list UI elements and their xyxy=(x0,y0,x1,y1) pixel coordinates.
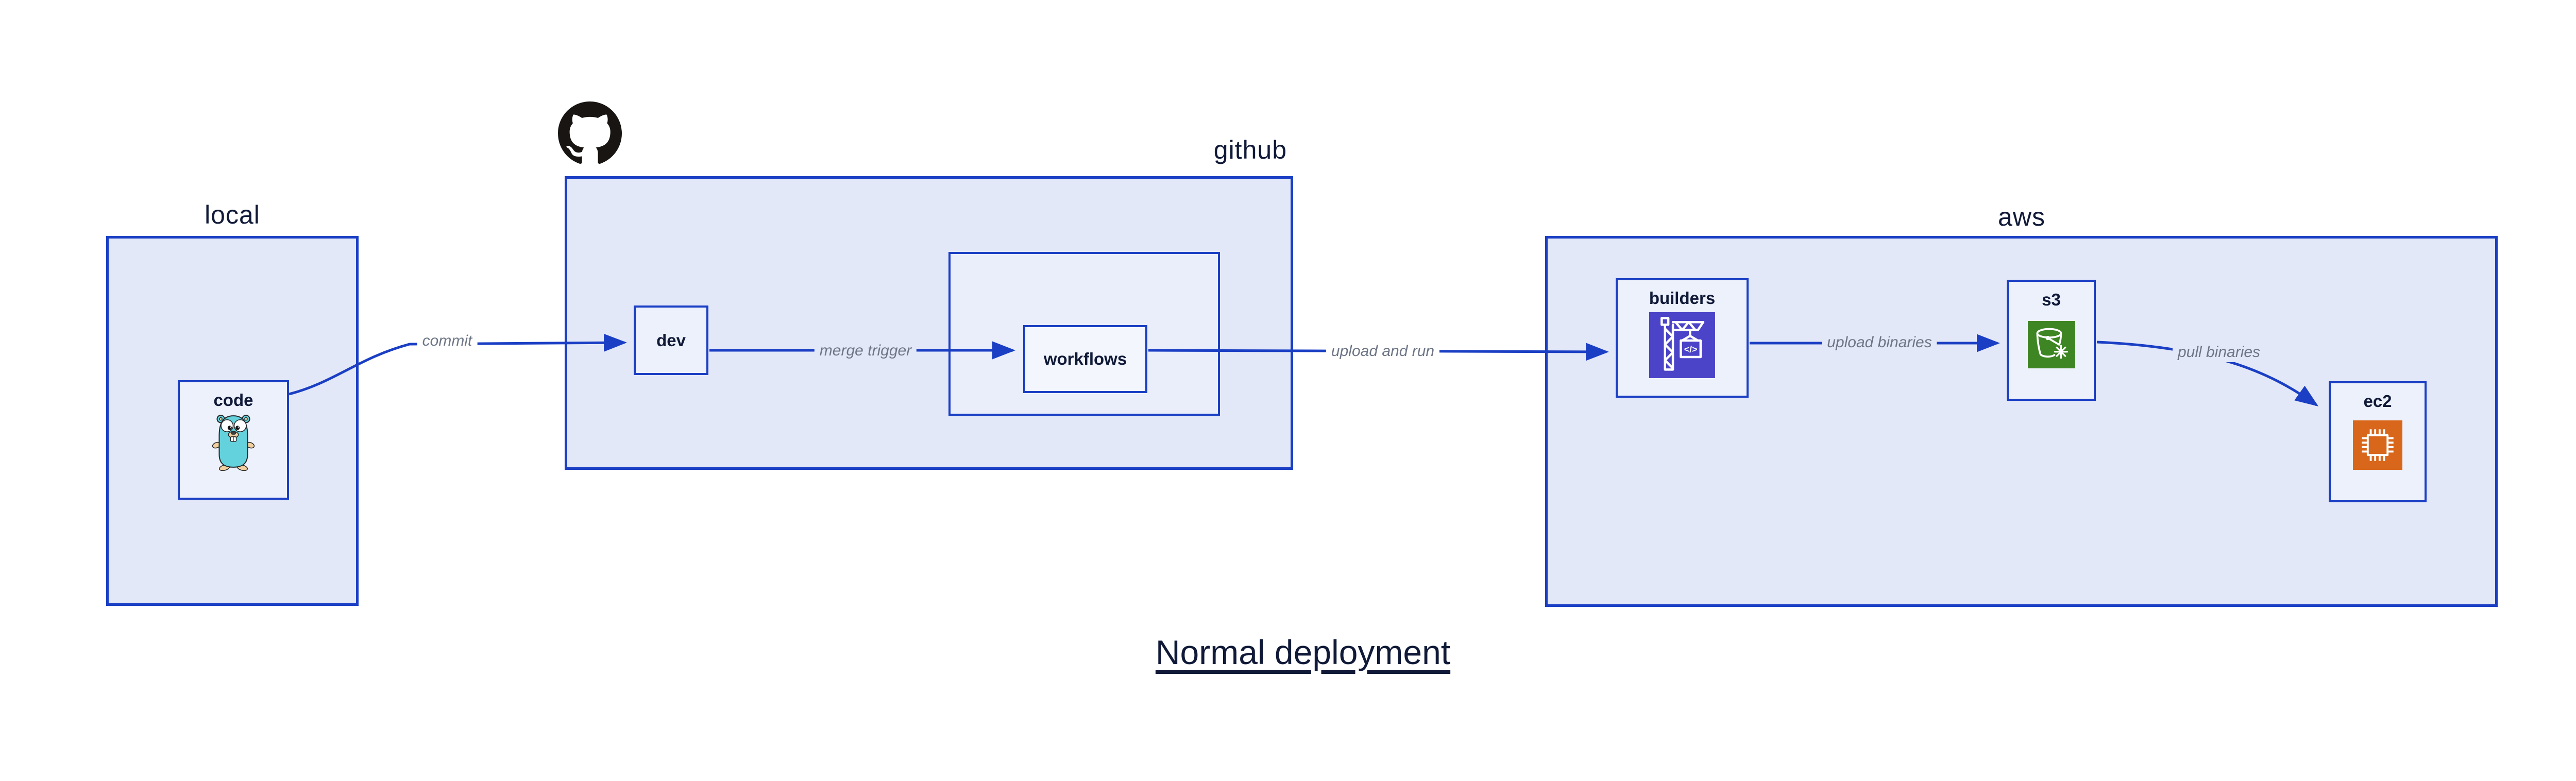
dev-node-label: dev xyxy=(656,330,686,350)
workflows-node: workflows xyxy=(1023,325,1147,393)
codebuild-crane-icon: </> xyxy=(1649,312,1715,378)
go-gopher-icon xyxy=(212,415,255,471)
s3-node-label: s3 xyxy=(2042,290,2061,309)
dev-branch-node: dev xyxy=(634,305,708,375)
diagram-title: Normal deployment xyxy=(1155,633,1451,671)
s3-bucket-snowflake-icon xyxy=(2027,321,2075,368)
github-octocat-icon xyxy=(558,101,622,164)
ec2-node: ec2 xyxy=(2329,381,2427,502)
edge-label-upload-binaries: upload binaries xyxy=(1822,333,1937,352)
edge-label-commit: commit xyxy=(417,331,478,351)
local-group-label: local xyxy=(205,200,260,229)
code-node: code xyxy=(178,380,289,500)
edge-label-upload-and-run: upload and run xyxy=(1326,342,1440,361)
builders-icon-code-glyph: </> xyxy=(1684,344,1698,354)
workflows-node-label: workflows xyxy=(1043,349,1127,368)
s3-node: s3 xyxy=(2007,280,2096,401)
aws-group-label: aws xyxy=(1998,202,2045,231)
github-group-label: github xyxy=(1213,135,1287,164)
edge-label-pull-binaries: pull binaries xyxy=(2172,343,2266,362)
ec2-node-label: ec2 xyxy=(2363,392,2392,411)
edge-label-merge-trigger: merge trigger xyxy=(814,341,917,361)
ec2-chip-icon xyxy=(2353,420,2402,470)
builders-node-label: builders xyxy=(1649,288,1716,308)
code-node-label: code xyxy=(213,390,253,410)
builders-node: builders </> xyxy=(1616,278,1749,398)
